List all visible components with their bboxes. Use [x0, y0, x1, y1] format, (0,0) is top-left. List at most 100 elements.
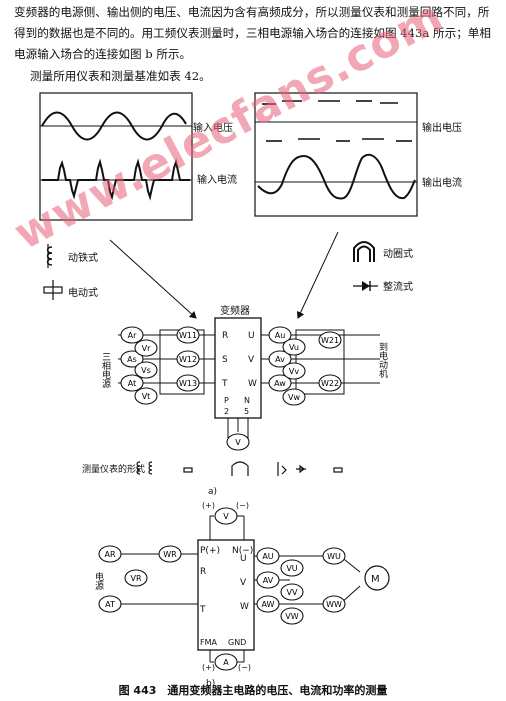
meter-vs-label: Vs: [141, 366, 151, 375]
meter-vu: Vu: [282, 338, 306, 356]
meter-fma-a-label: A: [223, 658, 229, 667]
meter-fma-a-body: [214, 653, 238, 671]
meter-w21-body: [318, 331, 342, 349]
source-label-b: 电源: [93, 571, 104, 591]
label-output-current: 输出电流: [422, 176, 462, 189]
meter-vv-body: [282, 362, 306, 380]
meter-wr-label: WR: [163, 550, 177, 559]
input-voltage-wave: [41, 111, 187, 141]
meter-ar-label: Ar: [128, 331, 137, 340]
meter-ww-body: [322, 595, 346, 613]
terminal-5-a: 5: [244, 407, 249, 416]
paragraph-table-ref: 测量所用仪表和测量基准如表 42。: [30, 69, 211, 83]
source-label-a: 三相电源: [100, 352, 111, 389]
legend-moving-iron: 动铁式: [68, 251, 98, 264]
terminal-2-a: 2: [224, 407, 229, 416]
meter-wr: WR: [158, 545, 182, 563]
meter-vr-label: Vr: [142, 344, 151, 353]
meter-wr-body: [158, 545, 182, 563]
meter-dc-v-b: V: [214, 507, 238, 525]
terminal-v-b: V: [240, 578, 247, 588]
meter-au-body: [256, 547, 280, 565]
meter-av: Av: [268, 350, 292, 368]
figure-caption: 图 443 通用变频器主电路的电压、电流和功率的测量: [118, 684, 388, 697]
meter-au: AU: [256, 547, 280, 565]
meter-aw: Aw: [268, 374, 292, 392]
meter-ar-label: AR: [104, 550, 115, 559]
dc-plus-b: (+): [202, 501, 215, 510]
meter-aw-label: AW: [262, 600, 275, 609]
meter-vu-label: VU: [286, 564, 297, 573]
scope-left-frame: [39, 92, 193, 221]
meter-aw-body: [268, 374, 292, 392]
terminal-r-a: R: [222, 331, 228, 341]
meter-av-label: AV: [263, 576, 274, 585]
meter-vw-body: [282, 388, 306, 406]
meter-wu-body: [322, 547, 346, 565]
meter-vv: Vv: [282, 362, 306, 380]
terminal-fma-b: FMA: [200, 638, 218, 647]
meter-aw-label: Aw: [274, 379, 286, 388]
meter-at-label: AT: [105, 600, 115, 609]
label-input-current: 输入电流: [197, 173, 237, 186]
terminal-u-b: U: [240, 554, 247, 564]
meter-vr-label: VR: [130, 574, 141, 583]
terminal-w-b: W: [240, 602, 249, 612]
meter-fma-a: A: [214, 653, 238, 671]
sublabel-b: b): [206, 679, 215, 689]
meter-vv-body: [280, 583, 304, 601]
meter-av-body: [268, 350, 292, 368]
terminal-s-a: S: [222, 355, 228, 365]
output-voltage-pwm: [262, 100, 412, 142]
label-input-voltage: 输入电压: [193, 121, 233, 134]
terminal-r-b: R: [200, 567, 206, 577]
terminal-p-b: P(+): [200, 546, 220, 556]
legend-electrodynamic: 电动式: [68, 286, 98, 299]
meter-w11-label: W11: [179, 331, 197, 340]
arrow-to-output-side: [296, 231, 339, 319]
arrow-to-input-side: [109, 239, 197, 319]
inverter-box-b: [197, 539, 255, 651]
meter-vt-label: Vt: [142, 392, 151, 401]
legend: 动铁式 电动式 动圈式 整流式: [43, 241, 413, 300]
input-current-wave: [42, 158, 190, 201]
meter-w22-label: W22: [321, 379, 339, 388]
meter-w12-label: W12: [179, 355, 197, 364]
motor-label: M: [371, 574, 380, 585]
meter-ww-label: WW: [326, 600, 342, 609]
meter-dc-v-b-label: V: [223, 512, 229, 521]
terminal-gnd-b: GND: [228, 638, 246, 647]
meter-wu: WU: [322, 547, 346, 565]
terminal-n-b: N(−): [232, 546, 253, 556]
legend-moving-coil: 动圈式: [383, 247, 413, 260]
meter-vw: Vw: [282, 388, 306, 406]
meter-at-label: At: [128, 379, 136, 388]
meter-w13: W13: [176, 374, 200, 392]
scope-left: 输入电压 输入电流: [39, 92, 237, 221]
meter-as-label: As: [127, 355, 137, 364]
instrument-form-icons: [136, 461, 343, 476]
inverter-title-a: 变频器: [220, 304, 250, 317]
meter-au-body: [268, 326, 292, 344]
terminal-n-a: N: [244, 396, 250, 405]
meter-w11: W11: [176, 326, 200, 344]
meter-vu: VU: [280, 559, 304, 577]
terminal-w-a: W: [248, 379, 257, 389]
meter-at: AT: [98, 595, 122, 613]
meter-dc-v-a: V: [226, 433, 250, 451]
meter-vr: Vr: [134, 339, 158, 357]
terminal-t-a: T: [221, 379, 228, 389]
meter-vs-body: [134, 361, 158, 379]
load-label-a: 到电动机: [377, 341, 388, 379]
meter-ww: WW: [322, 595, 346, 613]
terminal-t-b: T: [199, 605, 206, 615]
figure-b: P(+) N(−) R T U V W FMA GND 电源 (+) (−) (…: [93, 501, 390, 689]
meter-vw-body: [280, 607, 304, 625]
meter-au: Au: [268, 326, 292, 344]
output-current-wave: [257, 153, 416, 200]
meter-vs: Vs: [134, 361, 158, 379]
meter-dc-v-a-body: [226, 433, 250, 451]
meter-vu-body: [280, 559, 304, 577]
meter-w22: W22: [318, 374, 342, 392]
